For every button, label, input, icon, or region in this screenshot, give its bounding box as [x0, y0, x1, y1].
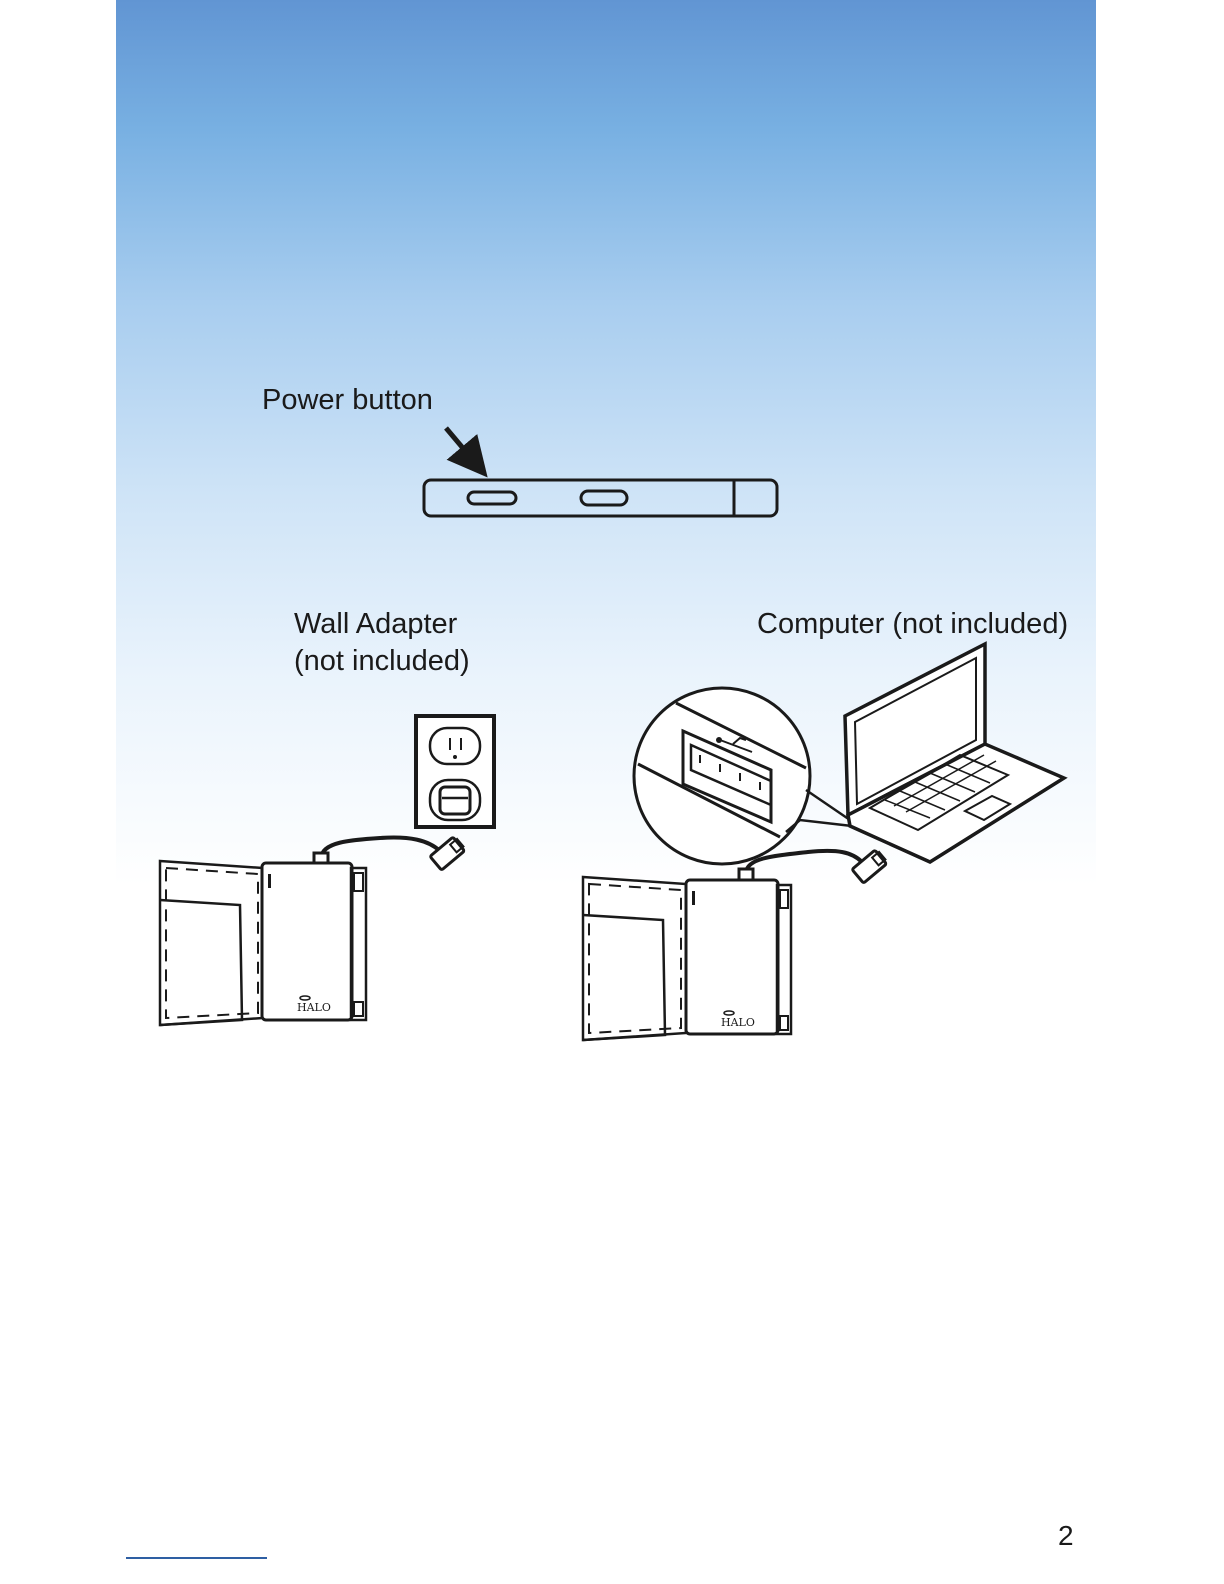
wall-outlet-icon: [416, 716, 494, 827]
footer-rule: [126, 1557, 267, 1559]
power-bank-folio-left: HALO: [160, 861, 366, 1025]
device-side-view: [424, 480, 777, 516]
pointer-arrow-icon: [446, 428, 478, 466]
page-number: 2: [1058, 1520, 1074, 1552]
laptop-icon: [845, 644, 1064, 862]
power-button-icon: [468, 492, 516, 504]
usb-port-magnifier: [634, 688, 852, 864]
svg-text:HALO: HALO: [721, 1016, 755, 1029]
svg-text:HALO: HALO: [297, 1001, 331, 1014]
power-bank-folio-right: HALO: [583, 877, 791, 1040]
port-icon: [581, 491, 627, 505]
